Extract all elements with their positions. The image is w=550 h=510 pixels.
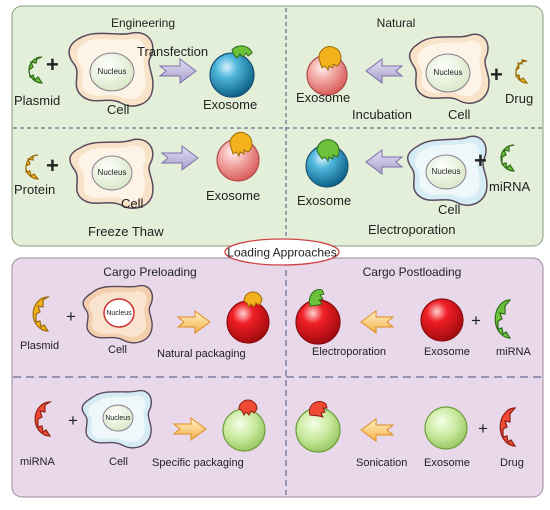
plasmid-label: Plasmid — [14, 93, 60, 108]
transfection-label: Transfection — [137, 44, 208, 59]
mirna-icon — [494, 299, 512, 339]
plus-icon: + — [490, 62, 503, 87]
arrow-left-icon — [360, 310, 395, 334]
plus-icon: + — [66, 307, 76, 326]
cell-icon — [68, 31, 154, 107]
protein-icon — [25, 154, 40, 180]
loading-approaches-label: Loading Approaches — [227, 246, 336, 260]
cell-icon — [82, 284, 154, 344]
cell-label: Cell — [438, 202, 461, 217]
freeze-thaw-label: Freeze Thaw — [88, 224, 164, 239]
specific-packaging-label: Specific packaging — [152, 457, 244, 469]
mirna-cargo-icon — [308, 289, 325, 307]
plus-icon: + — [46, 52, 59, 77]
exosome-label: Exosome — [297, 193, 351, 208]
cell-label: Cell — [448, 107, 471, 122]
electroporation-label: Electroporation — [312, 346, 386, 358]
mirna-icon — [34, 401, 53, 437]
plus-icon: + — [46, 153, 59, 178]
plasmid-label: Plasmid — [20, 340, 59, 352]
electroporation-label: Electroporation — [368, 222, 455, 237]
nucleus-label: Nucleus — [98, 67, 127, 76]
protein-cargo-icon — [229, 132, 253, 158]
mirna-label: miRNA — [20, 456, 55, 468]
arrow-right-icon — [158, 58, 197, 84]
exosome-label: Exosome — [206, 188, 260, 203]
exosome-icon — [420, 298, 464, 342]
nucleus-label: Nucleus — [432, 167, 461, 176]
arrow-left-icon — [360, 418, 395, 442]
natural-packaging-label: Natural packaging — [157, 348, 246, 360]
plasmid-icon — [32, 296, 51, 332]
natural-title: Natural — [377, 16, 416, 30]
loading-approaches-badge — [224, 238, 340, 266]
exosome-icon — [295, 299, 341, 345]
arrow-right-icon — [176, 310, 211, 334]
cell-icon — [406, 135, 488, 206]
drug-cargo-icon — [308, 400, 328, 418]
plasmid-cargo-icon — [231, 45, 253, 59]
exosome-icon — [226, 300, 270, 344]
plasmid-cargo-icon — [243, 291, 263, 308]
protein-label: Protein — [14, 182, 55, 197]
drug-cargo-icon — [318, 46, 342, 72]
incubation-label: Incubation — [352, 107, 412, 122]
nucleus-label: Nucleus — [434, 68, 463, 77]
arrow-right-icon — [160, 145, 199, 171]
plus-icon: + — [474, 148, 487, 173]
plasmid-icon — [28, 56, 44, 84]
arrow-left-icon — [365, 149, 404, 175]
arrow-left-icon — [365, 58, 404, 84]
exosome-icon — [424, 406, 468, 450]
cell-icon — [69, 138, 154, 209]
cell-label: Cell — [107, 102, 130, 117]
plus-icon: + — [478, 419, 488, 438]
drug-icon — [499, 407, 517, 447]
exosome-label: Exosome — [203, 97, 257, 112]
cell-label: Cell — [121, 196, 144, 211]
exosome-label: Exosome — [424, 346, 470, 358]
arrow-right-icon — [172, 417, 207, 441]
cell-icon — [81, 389, 153, 449]
exosome-icon — [209, 52, 255, 98]
sonication-label: Sonication — [356, 457, 407, 469]
cell-label: Cell — [109, 456, 128, 468]
plus-icon: + — [471, 311, 481, 330]
mirna-cargo-icon — [316, 139, 340, 163]
plus-icon: + — [68, 411, 78, 430]
engineering-title: Engineering — [111, 16, 175, 30]
cell-icon — [408, 33, 490, 104]
nucleus-label: Nucleus — [105, 415, 131, 422]
nucleus-label: Nucleus — [106, 310, 132, 317]
cell-label: Cell — [108, 344, 127, 356]
mirna-label: miRNA — [496, 346, 531, 358]
cargo-preloading-title: Cargo Preloading — [103, 265, 196, 279]
mirna-icon — [500, 144, 516, 172]
nucleus-label: Nucleus — [98, 168, 127, 177]
drug-icon — [515, 59, 529, 84]
mirna-cargo-icon — [238, 399, 258, 416]
exosome-label: Exosome — [296, 90, 350, 105]
mirna-label: miRNA — [489, 179, 530, 194]
drug-label: Drug — [505, 91, 533, 106]
cargo-postloading-title: Cargo Postloading — [363, 265, 462, 279]
exosome-label: Exosome — [424, 457, 470, 469]
drug-label: Drug — [500, 457, 524, 469]
